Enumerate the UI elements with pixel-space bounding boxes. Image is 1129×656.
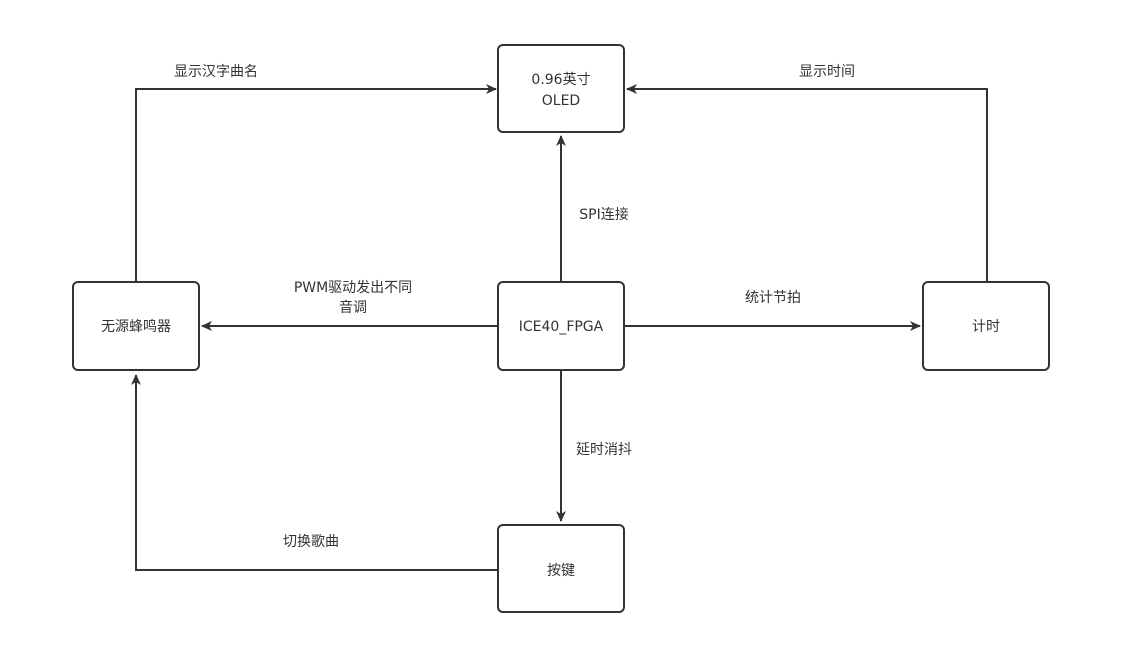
node-fpga-label: ICE40_FPGA — [519, 319, 604, 335]
node-keys: 按键 — [497, 524, 625, 613]
edge-label-fpga-to-buzzer-line1: PWM驱动发出不同 — [294, 280, 412, 296]
edge-label-buzzer-to-oled: 显示汉字曲名 — [174, 64, 258, 80]
node-timer-box — [922, 281, 1050, 371]
node-keys-label: 按键 — [547, 563, 575, 579]
node-buzzer-box — [72, 281, 200, 371]
edge-label-keys-to-buzzer: 切换歌曲 — [283, 533, 339, 550]
edge-timer-to-oled — [626, 84, 988, 282]
node-buzzer: 无源蜂鸣器 — [72, 281, 200, 371]
node-oled: 0.96英寸 OLED — [497, 44, 625, 133]
edge-label-fpga-to-timer: 统计节拍 — [745, 290, 801, 306]
node-fpga: ICE40_FPGA — [497, 281, 625, 371]
node-oled-box — [497, 44, 625, 133]
node-oled-label-line1: 0.96英寸 — [531, 71, 590, 88]
node-oled-label-line2: OLED — [542, 93, 580, 109]
edge-label-fpga-to-keys: 延时消抖 — [576, 442, 632, 458]
node-timer-label: 计时 — [972, 319, 1000, 335]
node-keys-box — [497, 524, 625, 613]
edge-label-fpga-to-oled: SPI连接 — [579, 206, 628, 223]
edge-label-fpga-to-buzzer-line2: 音调 — [339, 299, 367, 316]
node-fpga-box — [497, 281, 625, 371]
node-timer: 计时 — [922, 281, 1050, 371]
edge-label-timer-to-oled: 显示时间 — [799, 64, 855, 80]
edge-keys-to-buzzer — [131, 374, 498, 571]
edge-buzzer-to-oled — [135, 84, 497, 282]
node-buzzer-label: 无源蜂鸣器 — [101, 318, 171, 335]
